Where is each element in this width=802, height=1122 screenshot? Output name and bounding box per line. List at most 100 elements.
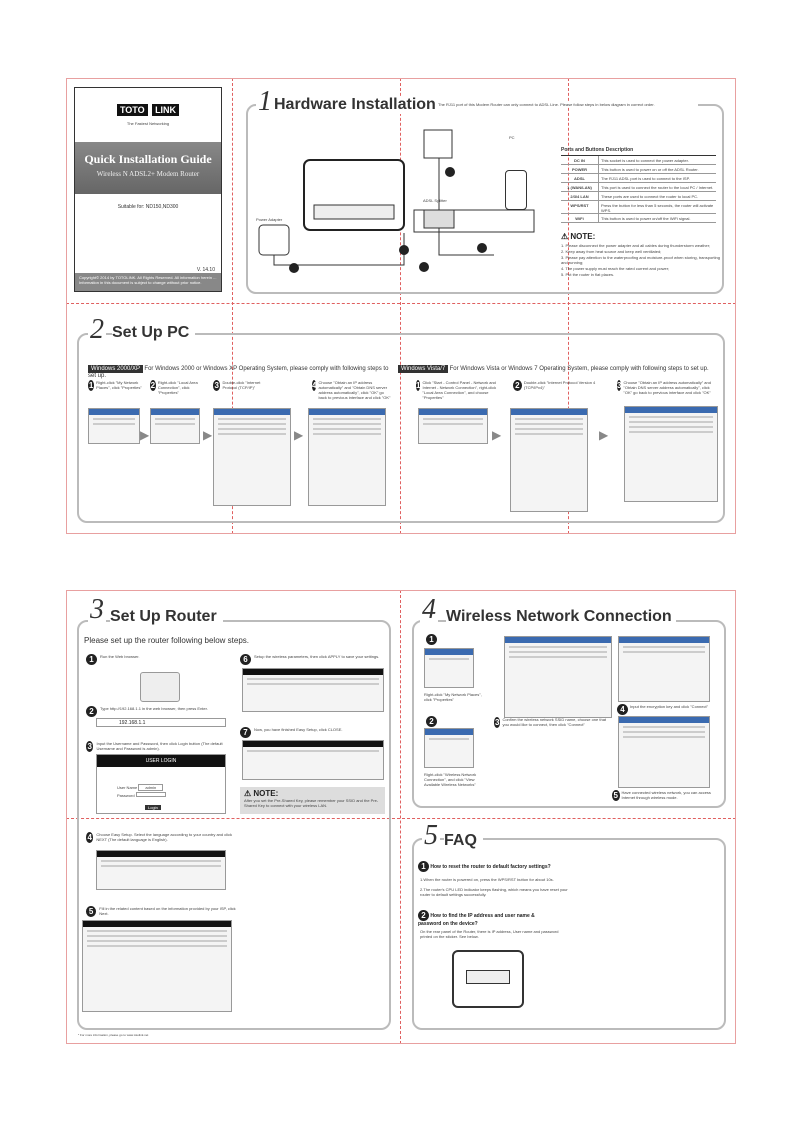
section3-title: Set Up Router — [110, 608, 223, 626]
router-step-text: Fill in the related content based on the… — [99, 906, 236, 916]
logo-link: LINK — [152, 104, 180, 116]
note-item: 1. Please disconnect the power adapter a… — [561, 243, 711, 248]
arrow-icon: ▶ — [203, 428, 213, 442]
port-name: ADSL — [561, 174, 599, 182]
password-label: Password — [117, 793, 135, 798]
note-item: 5. Put the router in flat places. — [561, 272, 615, 277]
ports-table-title: Ports and Buttons Description — [561, 147, 634, 153]
faq-a2: On the rear panel of the Router, there i… — [420, 929, 559, 939]
router-step-text: Input the Username and Password, then cl… — [96, 741, 223, 751]
section5-title: FAQ — [444, 832, 483, 850]
port-desc: This button is used to power on or off t… — [601, 167, 699, 172]
note-item: 4. The power supply must reach the rated… — [561, 266, 670, 271]
section1-title: Hardware Installation — [274, 96, 440, 114]
step-marker: 2 — [513, 380, 522, 391]
version: V. 14.10 — [196, 267, 215, 273]
arrow-icon: ▶ — [294, 428, 304, 442]
step-marker: 5 — [86, 906, 97, 917]
faq-a1-2: 2.The router's CPU LED indicator keeps f… — [420, 887, 568, 897]
login-button[interactable]: Login — [145, 805, 161, 810]
wireless-step-text: Right-click "My Network Places", click "… — [424, 692, 482, 702]
port-desc: Press the button for less than 5 seconds… — [601, 203, 714, 213]
address-bar: 192.168.1.1 — [96, 718, 226, 727]
faq-a1-1: 1.When the router is powered on, press t… — [420, 877, 554, 882]
port-name: 2/3/4 LAN — [561, 192, 599, 200]
logo-toto: TOTO — [116, 104, 148, 116]
address-value: 192.168.1.1 — [119, 720, 146, 726]
warning-icon: ⚠ — [561, 232, 569, 241]
wireless-setup-shot — [242, 668, 384, 712]
fold-line-v4 — [400, 590, 401, 1044]
xp-text: For Windows 2000 or Windows XP Operating… — [88, 366, 389, 379]
password-input[interactable] — [135, 792, 166, 797]
sheet-frame-bottom — [66, 590, 736, 1044]
login-title: USER LOGIN — [97, 755, 225, 767]
router-step-text: Run the Web browser. — [100, 654, 140, 659]
vista-shot-2 — [510, 408, 588, 512]
wall-socket — [423, 129, 453, 159]
warning-icon: ⚠ — [244, 789, 252, 798]
step-marker: 1 — [88, 380, 95, 391]
xp-heading: Windows 2000/XP For Windows 2000 or Wind… — [88, 365, 396, 379]
fold-line-v1 — [232, 78, 233, 534]
splitter — [423, 209, 455, 229]
xp-tag: Windows 2000/XP — [88, 365, 144, 373]
section3-panel — [77, 620, 391, 1030]
hardware-diagram — [258, 129, 535, 273]
step-marker: 2 — [150, 380, 156, 391]
port-desc: The RJ11 ADSL port is used to connect to… — [601, 176, 690, 181]
router-rear-image — [452, 950, 524, 1008]
arrow-icon: ▶ — [140, 428, 150, 442]
faq-q1-text: How to reset the router to default facto… — [430, 863, 551, 870]
vista-text: For Windows Vista or Windows 7 Operating… — [449, 366, 709, 372]
xp-shot-4 — [308, 408, 386, 506]
step-marker: 6 — [240, 654, 251, 665]
faq-q1: 1 How to reset the router to default fac… — [418, 861, 718, 872]
fold-line-v3 — [568, 78, 569, 534]
port-desc: This port is used to connect the router … — [601, 185, 714, 190]
login-box: USER LOGIN User Name admin Password Logi… — [96, 754, 226, 814]
footer-note: * For more information, please go to www… — [78, 1033, 149, 1037]
router-step-text: Now, you have finished Easy Setup, click… — [254, 727, 343, 732]
port-desc: These ports are used to connect the rout… — [601, 194, 699, 199]
step-marker: 2 — [426, 716, 437, 727]
router-note: ⚠ NOTE: After you set the Pre-Shared Key… — [240, 787, 385, 814]
wl-shot-1 — [424, 648, 474, 688]
port-desc: This button is used to power on/off the … — [601, 216, 691, 221]
step-marker: 3 — [213, 380, 221, 391]
wireless-step: Right-click "My Network Places", click "… — [424, 692, 484, 702]
wl-shot-4 — [618, 636, 710, 702]
xp-step-text: Double-click "Internet Protocol (TCP/IP)… — [222, 380, 261, 390]
copyright-band: Copyright© 2014 by TOTOLINK. All Rights … — [75, 273, 221, 291]
port-name: WiFi — [561, 214, 599, 222]
port-row: 1 (WAN/LAN)This port is used to connect … — [561, 183, 716, 192]
copyright-line2: Information in this document is subject … — [79, 280, 202, 285]
label-pc: PC — [509, 135, 515, 140]
copyright-line1: Copyright© 2014 by TOTOLINK. All Rights … — [79, 275, 217, 280]
vista-step-text: Click "Start - Control Panel - Network a… — [422, 380, 497, 400]
section4-title: Wireless Network Connection — [446, 608, 676, 626]
cover-subtitle: Wireless N ADSL2+ Modem Router — [96, 170, 200, 178]
pc-icon — [505, 170, 527, 210]
router-sticker — [466, 970, 510, 984]
note-item: 2. Keep away from heat source and keep w… — [561, 249, 662, 254]
wireless-step-text: Input the encryption key and click "Conn… — [630, 704, 708, 709]
step-marker: 1 — [416, 380, 421, 391]
xp-step-text: Choose "Obtain an IP address automatical… — [318, 380, 391, 400]
xp-shot-3 — [213, 408, 291, 506]
note-item: 3. Please pay attention to the waterproo… — [561, 255, 720, 265]
sheet-frame-top — [66, 78, 736, 534]
label-splitter: ADSL Splitter — [423, 198, 447, 203]
xp-step-text: Right-click "Local Area Connection", cli… — [157, 380, 198, 395]
step-marker: 7 — [240, 727, 251, 738]
vista-shot-1 — [418, 408, 488, 444]
